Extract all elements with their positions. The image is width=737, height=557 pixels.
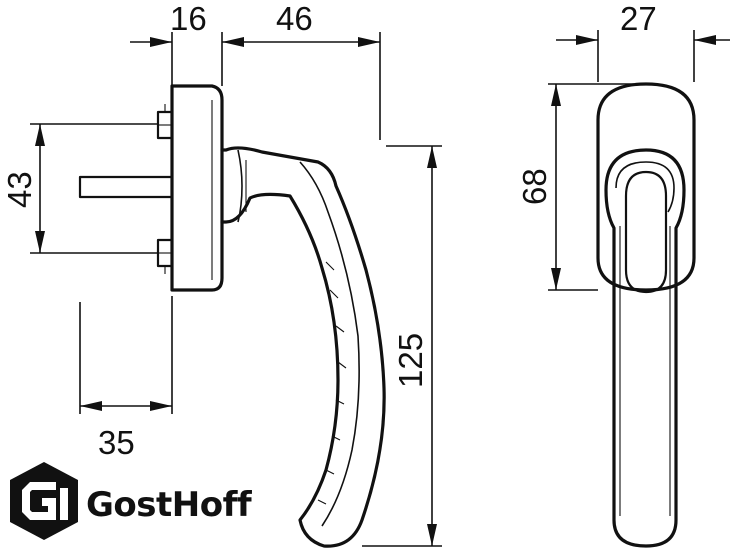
dimension-46 [244, 32, 381, 140]
dimension-27 [556, 30, 730, 82]
brand-logo [10, 462, 78, 540]
dimension-68 [548, 83, 646, 291]
dimension-35-label: 35 [98, 424, 135, 461]
dimension-68-label: 68 [516, 168, 553, 205]
handle-lever-front [604, 148, 686, 548]
dimension-125-label: 125 [392, 333, 429, 388]
rose-plate-front [596, 82, 696, 292]
dimension-125 [362, 145, 442, 547]
brand-name: GostHoff [86, 485, 253, 525]
dimension-46-label: 46 [276, 0, 313, 37]
lower-screw [156, 238, 174, 274]
dimension-43-label: 43 [1, 171, 38, 208]
spindle [78, 175, 174, 199]
dimension-27-label: 27 [620, 0, 657, 37]
dimension-43 [30, 123, 158, 254]
dimension-16 [130, 32, 244, 86]
handle-lever-side [220, 146, 386, 548]
dimension-16-label: 16 [170, 0, 207, 37]
dimension-35 [79, 296, 173, 414]
rose-plate-side [170, 84, 224, 292]
upper-screw [156, 104, 174, 140]
